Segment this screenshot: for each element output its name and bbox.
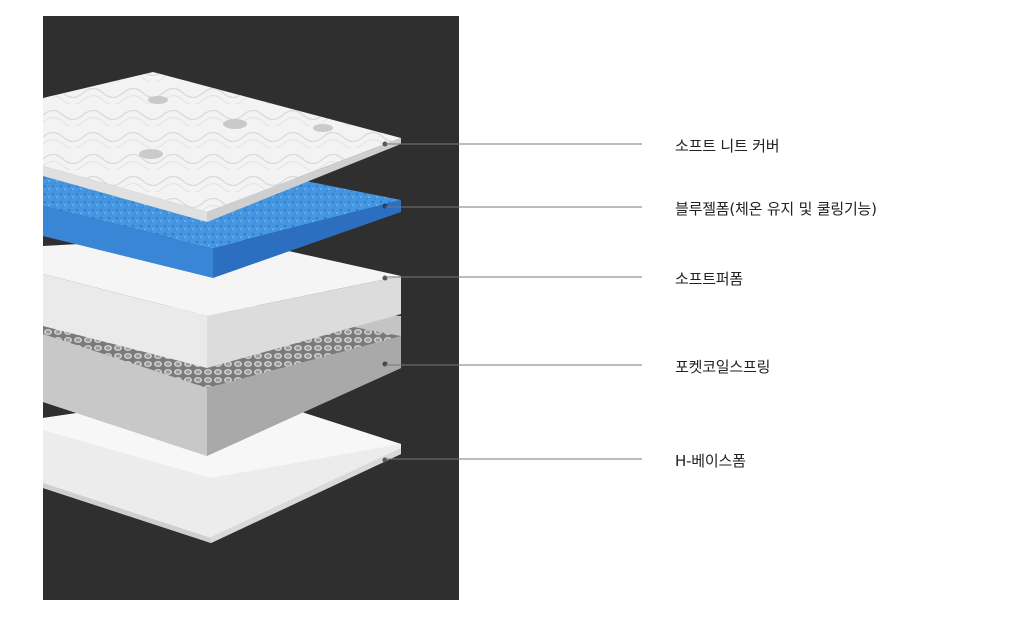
soft-foam-point (382, 275, 388, 281)
mattress-layers-illustration (43, 72, 401, 543)
knit-cover-point (382, 141, 388, 147)
pocket-coil-point (382, 361, 388, 367)
label-pocket-coil: 포켓코일스프링 (675, 358, 771, 376)
mattress-illustration-panel (43, 16, 459, 600)
knit-cover-layer (43, 72, 401, 222)
base-foam-point (382, 457, 388, 463)
label-knit-cover: 소프트 니트 커버 (675, 137, 780, 155)
blue-gel-point (382, 203, 388, 209)
label-soft-foam: 소프트퍼폼 (675, 270, 744, 288)
label-blue-gel-foam: 블루젤폼(체온 유지 및 쿨링기능) (675, 200, 877, 218)
label-base-foam: H-베이스폼 (675, 452, 746, 470)
